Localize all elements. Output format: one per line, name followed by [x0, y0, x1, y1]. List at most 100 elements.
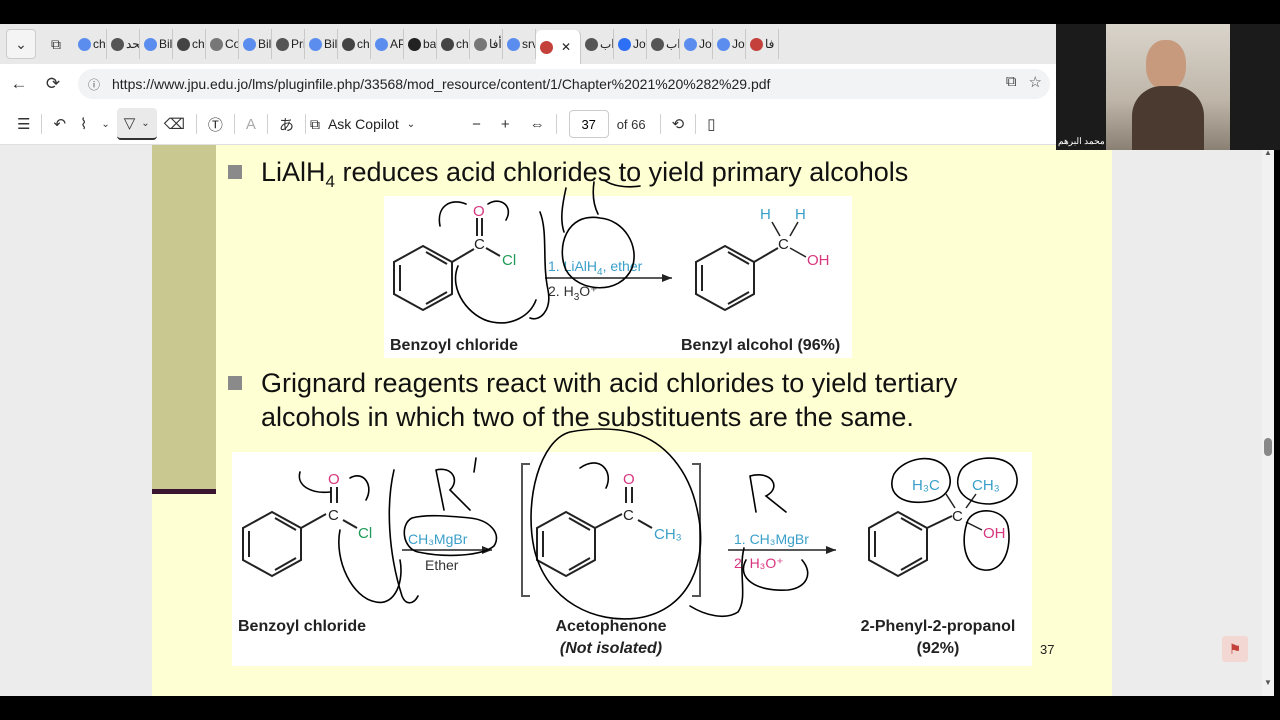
browser-tab[interactable]: Joi	[680, 29, 713, 59]
pdf-icon	[540, 40, 553, 54]
browser-tab[interactable]: ch	[173, 29, 206, 59]
globe-icon	[474, 37, 487, 51]
scroll-up-icon[interactable]: ▲	[1264, 148, 1272, 157]
fit-width-icon[interactable]: ⇔	[529, 115, 545, 133]
browser-tab[interactable]: srv	[503, 29, 536, 59]
browser-tab[interactable]: Joi	[614, 29, 647, 59]
bing-icon	[144, 37, 157, 51]
video-call-thumbnail: محمد البرهم	[1056, 24, 1280, 150]
participant-video	[1106, 24, 1230, 150]
participant-name: محمد البرهم	[1058, 136, 1105, 146]
favorite-star-icon[interactable]: ☆	[1028, 74, 1042, 91]
tab-title: Joi	[699, 37, 713, 51]
page-view-icon[interactable]: ▯	[707, 116, 716, 133]
browser-tab[interactable]: ba	[404, 29, 437, 59]
browser-tab[interactable]: Bil	[140, 29, 173, 59]
browser-tab[interactable]: ch	[74, 29, 107, 59]
eraser-icon[interactable]: ⌫	[163, 116, 185, 133]
browser-tab[interactable]: فا	[746, 29, 779, 59]
copilot-icon: ⧉	[309, 115, 320, 132]
browser-tab[interactable]: أفا	[470, 29, 503, 59]
rotate-icon[interactable]: ⟲	[671, 116, 685, 133]
reload-button[interactable]: ⟳	[45, 74, 61, 93]
browser-tab[interactable]: ch	[338, 29, 371, 59]
carbonyl-oxygen-label: O	[473, 203, 485, 220]
bracket-left	[521, 463, 530, 597]
browser-tab[interactable]: Bil	[305, 29, 338, 59]
draw-tool-button[interactable]: ▽ ⌄	[116, 108, 157, 140]
browser-tab[interactable]: AP	[371, 29, 404, 59]
carbon-label: C	[778, 236, 789, 253]
tab-title: Co	[225, 37, 239, 51]
pdf-page-viewer: LiAlH4 reduces acid chlorides to yield p…	[0, 145, 1262, 696]
search-icon	[78, 37, 91, 51]
read-aloud-icon[interactable]: A	[245, 115, 256, 133]
carbon-label: C	[952, 508, 963, 525]
product-name-1: Benzyl alcohol (96%)	[681, 337, 840, 354]
tab-title: Joi	[732, 37, 746, 51]
tab-title: فا	[765, 37, 775, 51]
tab-title: Bil	[324, 37, 338, 51]
tab-title: Bil	[258, 37, 272, 51]
vertical-scrollbar[interactable]: ▲ ▼	[1262, 144, 1274, 696]
copilot-icon[interactable]: ⧉	[1005, 73, 1017, 90]
browser-tab[interactable]: Pri	[272, 29, 305, 59]
tab-title: AP	[390, 37, 403, 51]
slide-page-number: 37	[1040, 642, 1054, 657]
chevron-down-icon: ⌄	[406, 118, 416, 130]
hydroxyl-label: OH	[807, 252, 830, 269]
grignard-reagent-label: CH₃MgBr	[408, 531, 468, 547]
reactant-name-1: Benzoyl chloride	[390, 337, 518, 354]
methyl-label: CH₃	[654, 526, 682, 543]
ask-copilot-label: Ask Copilot	[327, 116, 399, 132]
doc-icon	[651, 37, 664, 51]
browser-tab[interactable]: ✕	[536, 30, 581, 64]
ether-label: Ether	[425, 557, 459, 573]
browser-tab[interactable]: تحد	[107, 29, 140, 59]
contents-icon[interactable]: ☰	[17, 116, 31, 133]
tab-list: chتحدBilchCoBilPriBilchAPbachأفاsrv✕رابJ…	[74, 24, 779, 64]
zoom-icon	[684, 37, 697, 51]
browser-tab[interactable]: راب	[647, 29, 680, 59]
tab-title: ba	[423, 37, 437, 51]
intermediate-name: Acetophenone	[555, 618, 666, 635]
site-info-icon[interactable]: ⓘ	[88, 77, 101, 92]
acrobat-icon[interactable]: ⚑	[1222, 636, 1248, 662]
tab-actions-menu[interactable]: ⌄	[6, 29, 36, 59]
bullet-1-text: LiAlH4 reduces acid chlorides to yield p…	[261, 157, 908, 191]
zoom-icon	[717, 37, 730, 51]
hydrogen-label-2: H	[795, 206, 806, 223]
scroll-thumb[interactable]	[1264, 438, 1272, 456]
url-field[interactable]: ⓘ https://www.jpu.edu.jo/lms/pluginfile.…	[78, 69, 1050, 99]
workspaces-icon[interactable]: ⧉	[51, 35, 61, 52]
zoom-in-button[interactable]: +	[500, 115, 510, 133]
product-name-2: 2-Phenyl-2-propanol	[861, 618, 1016, 635]
bullet-2-line-1: Grignard reagents react with acid chlori…	[261, 368, 958, 398]
methyl-label-right: CH₃	[972, 477, 1000, 494]
back-button[interactable]: ←	[10, 74, 28, 93]
chlorine-label: Cl	[358, 525, 372, 542]
methyl-label-left: H₃C	[912, 477, 940, 494]
undo-icon[interactable]: ↶	[53, 116, 67, 133]
add-text-icon[interactable]: Ⓣ	[207, 116, 223, 134]
github-icon	[408, 37, 421, 51]
browser-tab[interactable]: Joi	[713, 29, 746, 59]
tab-title: راب	[600, 37, 614, 51]
page-number-input[interactable]: 37	[568, 110, 609, 138]
close-tab-icon[interactable]: ✕	[561, 40, 572, 54]
scroll-down-icon[interactable]: ▼	[1264, 678, 1272, 687]
chatgpt-icon	[276, 37, 289, 51]
ask-copilot-button[interactable]: ⧉ Ask Copilot ⌄	[310, 116, 415, 133]
browser-tab[interactable]: Co	[206, 29, 239, 59]
hydroxyl-label: OH	[983, 525, 1006, 542]
highlight-dropdown-icon[interactable]: ⌄	[101, 118, 110, 130]
bing-icon	[375, 37, 388, 51]
browser-tab[interactable]: Bil	[239, 29, 272, 59]
translate-icon[interactable]: あ	[278, 116, 294, 134]
zoom-out-button[interactable]: −	[472, 115, 481, 133]
bullet-2-line-2: alcohols in which two of the substituent…	[261, 402, 914, 432]
puzzle-icon	[177, 37, 190, 51]
highlight-icon[interactable]: ⌇	[80, 116, 88, 133]
browser-tab[interactable]: راب	[581, 29, 614, 59]
browser-tab[interactable]: ch	[437, 29, 470, 59]
